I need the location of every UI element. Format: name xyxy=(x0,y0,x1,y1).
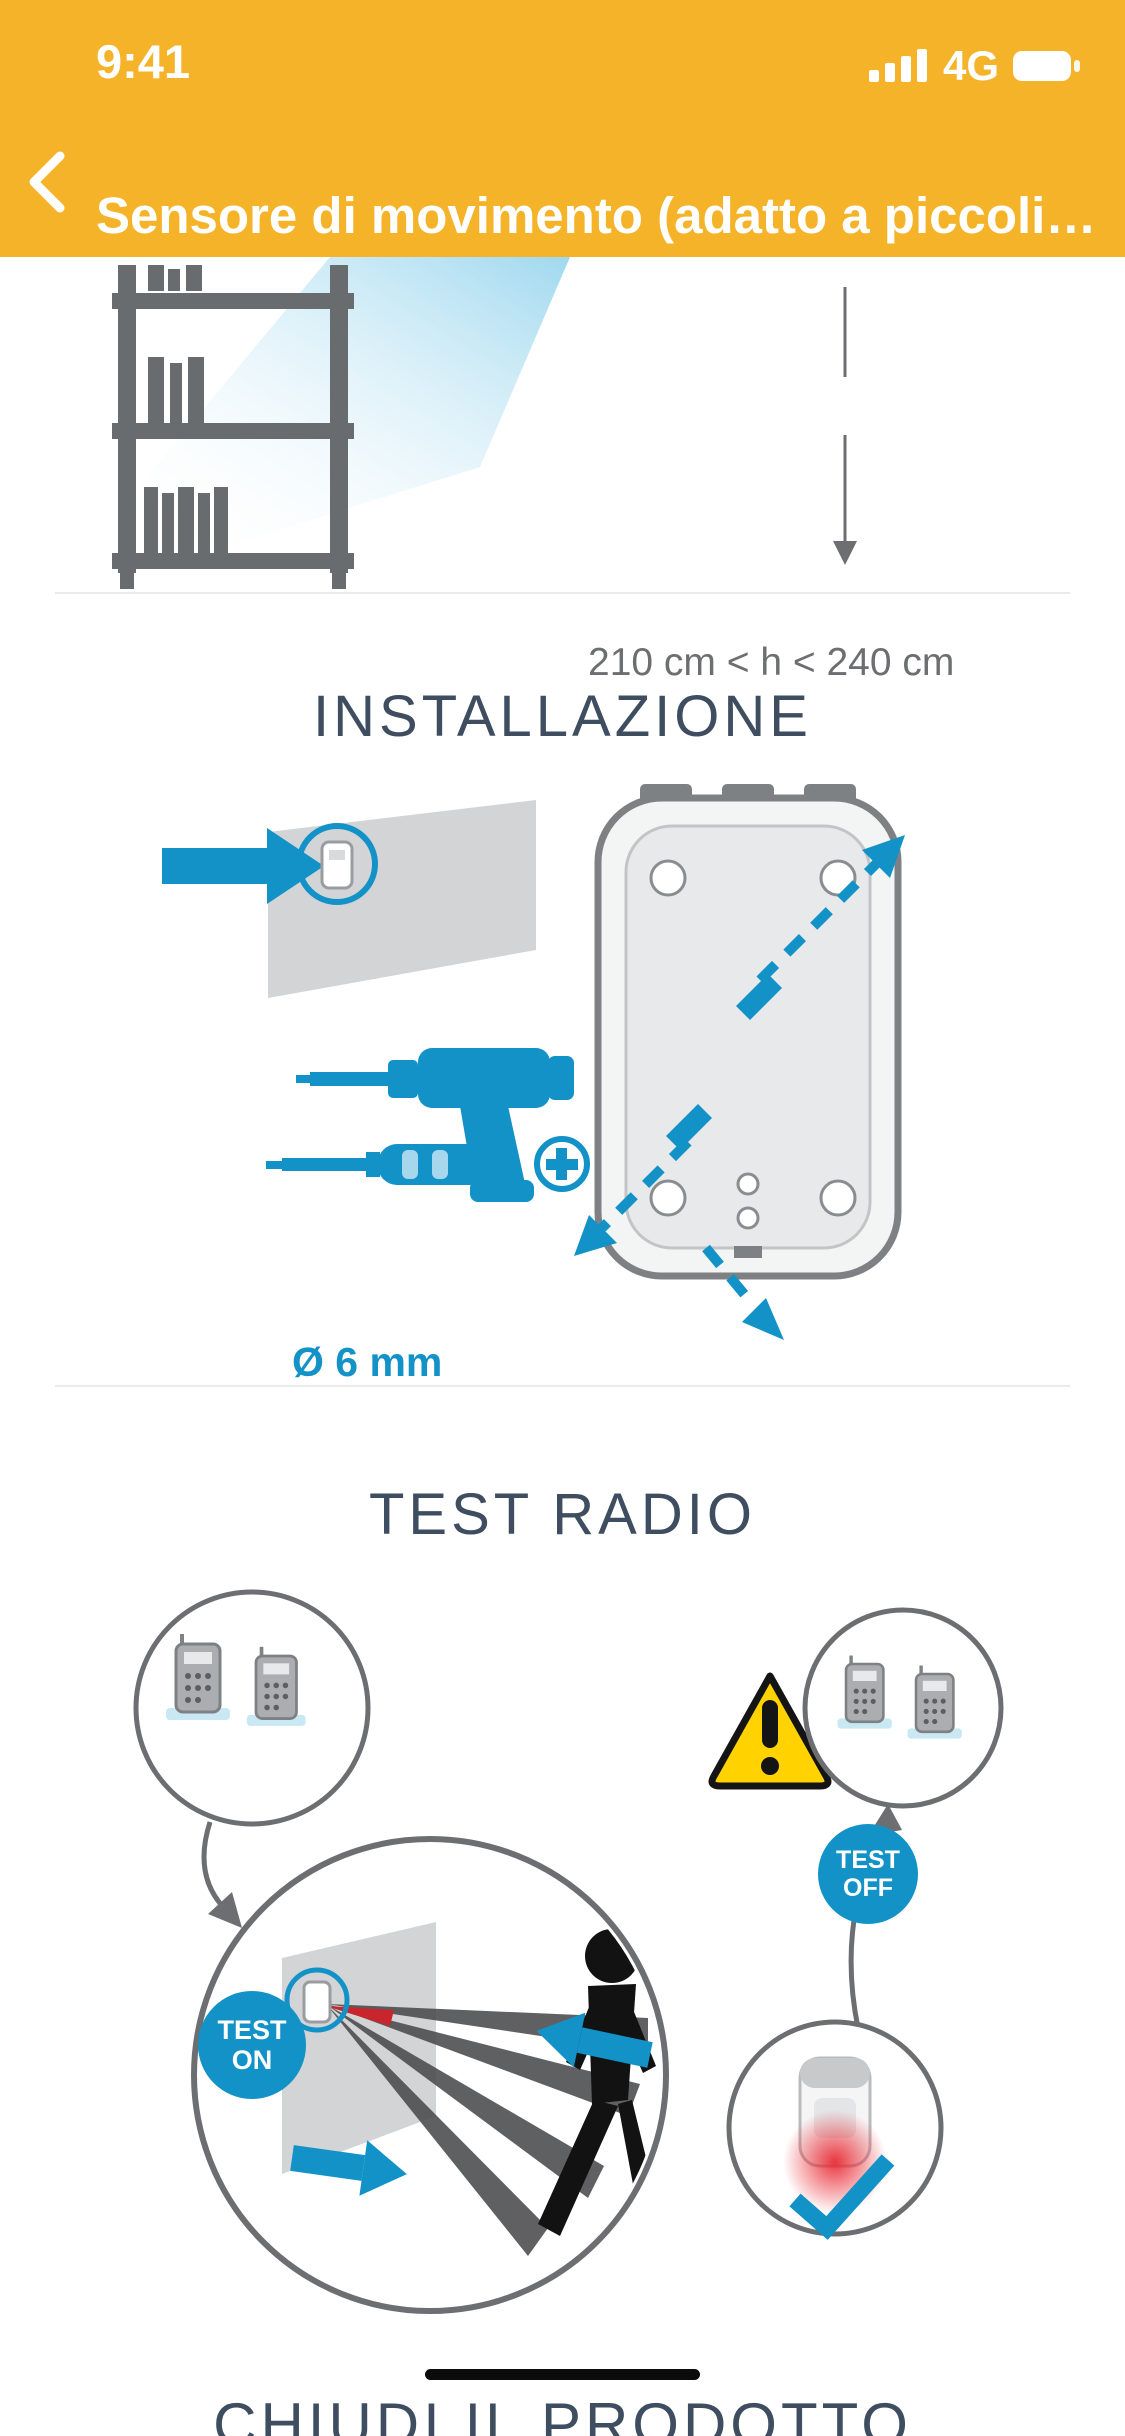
test-on-circle xyxy=(133,1589,371,1827)
section-title-test-radio: TEST RADIO xyxy=(369,1482,756,1548)
page-title: Sensore di movimento (adatto a piccoli… xyxy=(96,187,1096,245)
sensor-feedback-circle xyxy=(726,2019,944,2240)
close-product-title: CHIUDI IL PRODOTTO xyxy=(213,2391,912,2436)
test-off-circle xyxy=(802,1607,1004,1809)
network-label: 4G xyxy=(942,42,999,89)
divider xyxy=(55,592,1070,594)
signal-bars-icon xyxy=(868,49,927,82)
battery-icon xyxy=(1013,51,1080,81)
screwdriver-icon xyxy=(266,1144,512,1185)
back-button[interactable] xyxy=(22,150,70,214)
header: 9:41 4G Sensore di movimento (adatto a p… xyxy=(0,0,1125,259)
detection-cone xyxy=(130,257,570,577)
divider xyxy=(55,1385,1070,1387)
content-scroll[interactable]: 210 cm < h < 240 cm INSTALLAZIONE xyxy=(0,257,1125,2436)
check-icon xyxy=(789,2154,895,2240)
place-sensor-arrow-icon xyxy=(267,828,324,904)
height-dimension-arrow xyxy=(833,287,857,565)
installation-illustration xyxy=(162,784,905,1340)
status-time: 9:41 xyxy=(96,35,191,88)
test-on-badge: TEST ON xyxy=(198,1991,306,2099)
sensor-on-wall-icon xyxy=(296,823,378,905)
mounting-height-illustration xyxy=(112,257,857,589)
test-radio-illustration xyxy=(133,1589,1004,2314)
warning-icon xyxy=(708,1672,832,1790)
height-range-label: 210 cm < h < 240 cm xyxy=(588,641,955,684)
keypad-icon xyxy=(244,1644,308,1728)
section-title-installation: INSTALLAZIONE xyxy=(313,684,812,750)
arrow-a-to-c-icon xyxy=(201,1821,242,1928)
keypad-icon xyxy=(905,1663,964,1741)
home-indicator[interactable] xyxy=(425,2369,700,2380)
wall-shape xyxy=(268,800,536,998)
phillips-screw-icon xyxy=(534,1136,590,1192)
screw-arrow-bottom-center-icon xyxy=(702,1244,784,1340)
keypad-icon xyxy=(164,1632,232,1722)
screw-arrow-bottom-left-icon xyxy=(574,1104,712,1256)
status-icons: 4G xyxy=(868,42,1081,90)
screw-arrow-top-right-icon xyxy=(736,835,905,1020)
drill-diameter-label: Ø 6 mm xyxy=(292,1339,443,1385)
mounting-plate-icon xyxy=(594,784,902,1280)
walk-direction-arrow-icon xyxy=(290,2140,407,2196)
shelf-icon xyxy=(112,265,354,589)
test-off-badge: TEST OFF xyxy=(818,1824,918,1924)
keypad-icon xyxy=(835,1653,894,1731)
walk-test-circle xyxy=(191,1836,669,2314)
chevron-left-icon xyxy=(29,151,65,213)
walk-direction-arrow-icon xyxy=(536,2012,653,2068)
sensor-on-wall-icon xyxy=(284,1967,350,2033)
